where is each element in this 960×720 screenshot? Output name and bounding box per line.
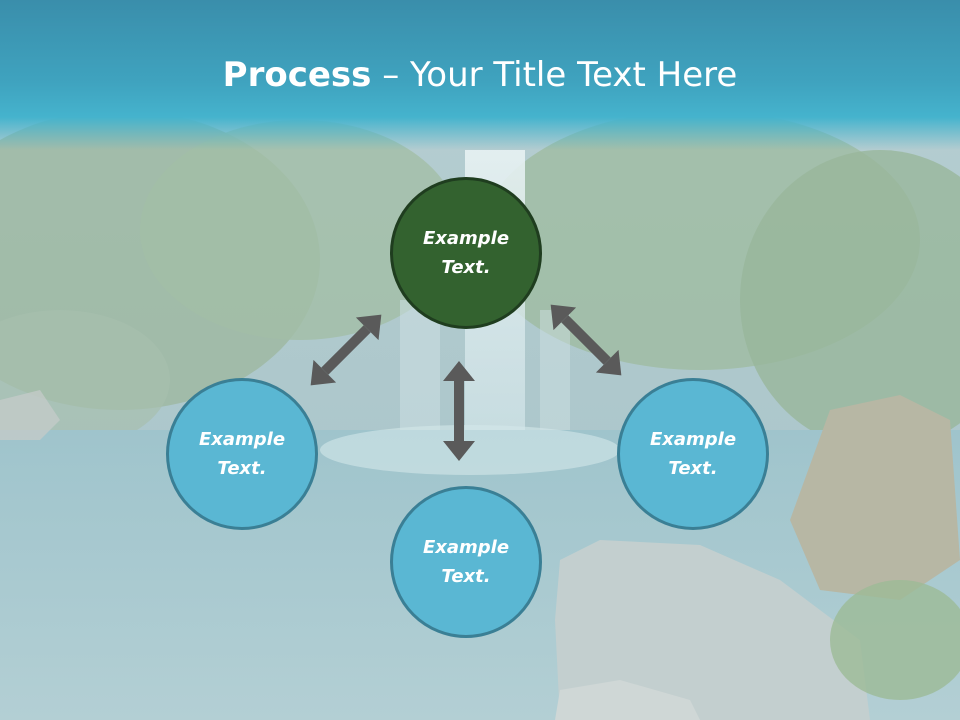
node-right-line2: Text. [668,458,718,479]
node-bottom-line1: Example [422,537,510,558]
title-dash: – [371,55,411,95]
node-top-line1: Example [422,228,510,249]
slide-title: Process – Your Title Text Here [0,50,960,100]
node-bottom-line2: Text. [441,566,491,587]
node-right-line1: Example [649,429,737,450]
node-left-line1: Example [198,429,286,450]
arrow-top-bottom [443,361,475,461]
node-left-line2: Text. [217,458,267,479]
node-top-line2: Text. [441,257,491,278]
arrow-top-left [310,314,382,386]
title-rest: Your Title Text Here [410,55,738,95]
arrow-top-right [550,304,622,376]
title-bar [0,0,960,150]
title-bold: Process [222,55,372,95]
